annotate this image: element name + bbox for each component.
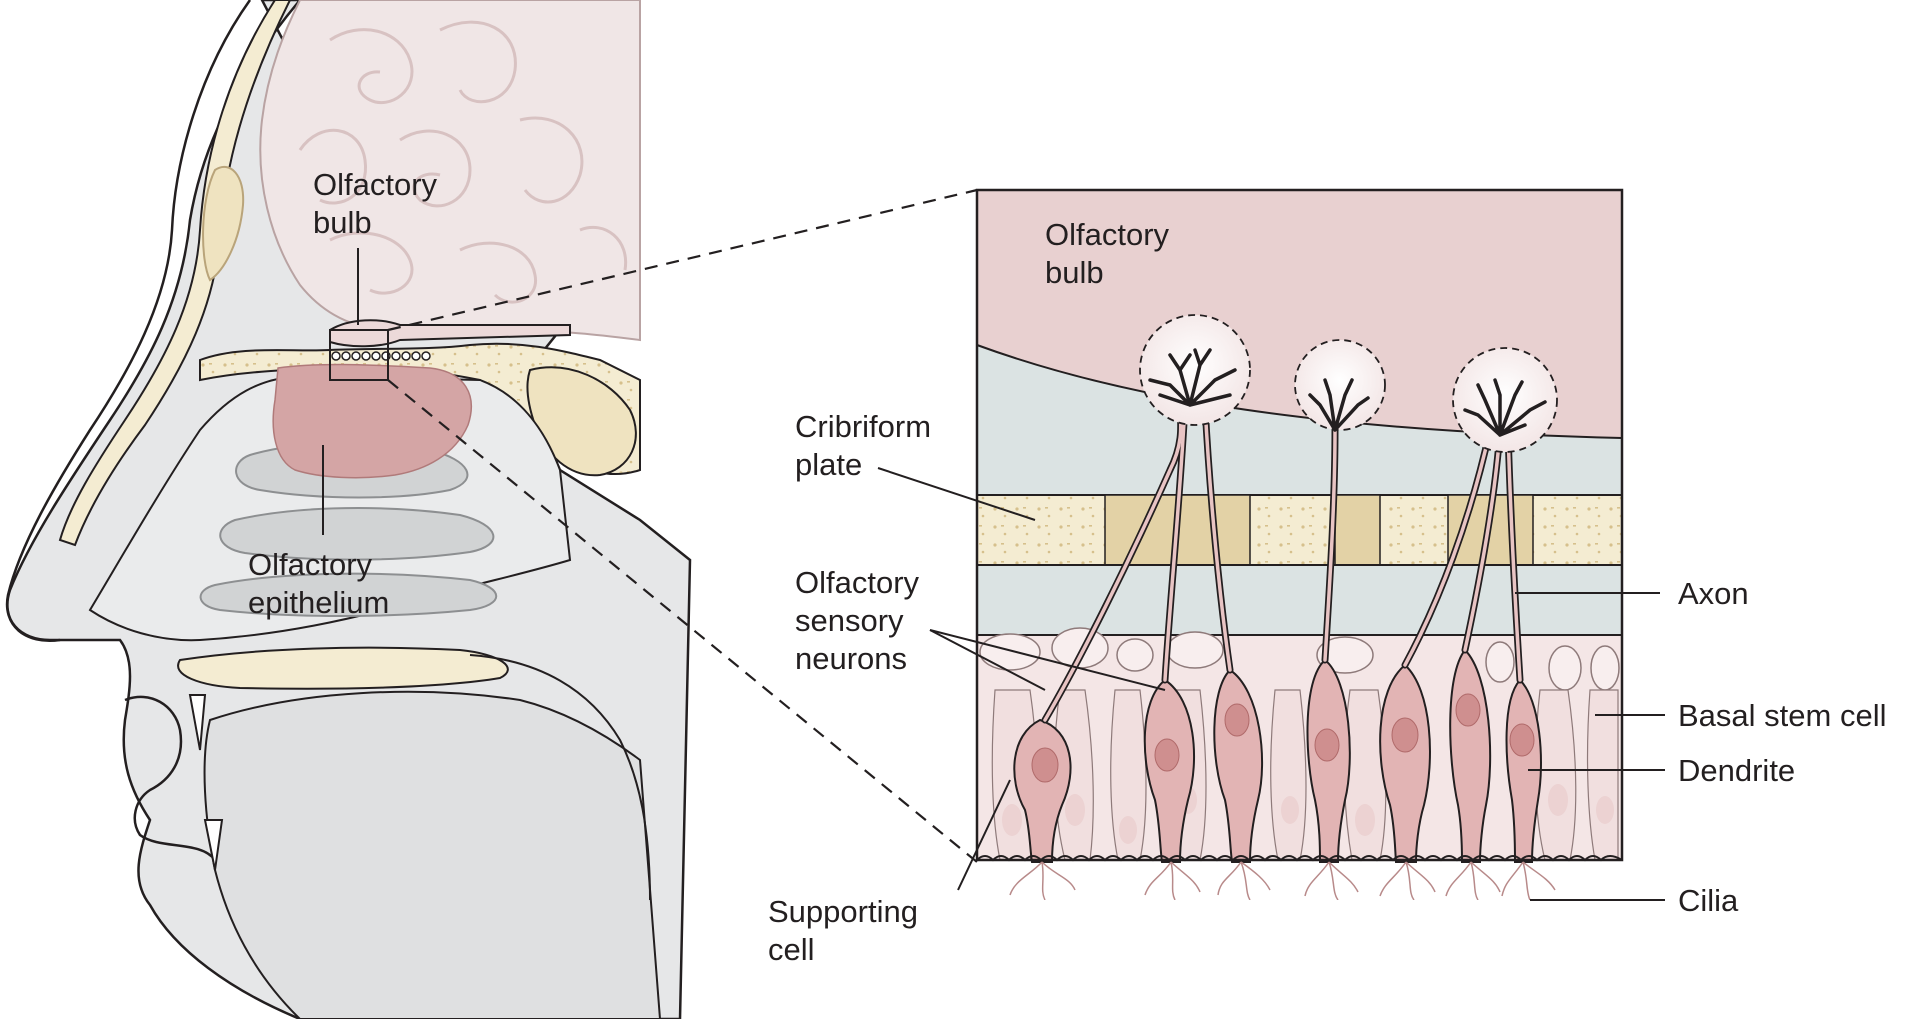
brain-gyri <box>298 20 628 304</box>
label-inset-olfactory-bulb-2: bulb <box>1045 255 1104 290</box>
inset-frame <box>975 188 1624 862</box>
basal-stem-cells <box>979 627 1620 691</box>
hard-palate <box>177 646 509 690</box>
zoom-connectors <box>387 188 978 863</box>
label-head-olfactory-epithelium-2: epithelium <box>248 585 389 620</box>
leader-osn-2 <box>929 629 1166 691</box>
supporting-cell-nuclei <box>1002 784 1614 844</box>
label-cribriform-plate: Cribriform plate <box>795 409 940 482</box>
label-dendrite: Dendrite <box>1678 753 1795 788</box>
label-head-olfactory-epithelium-1: Olfactory <box>248 547 373 582</box>
label-basal-stem-cell: Basal stem cell <box>1678 698 1886 733</box>
label-cribriform-plate-2: plate <box>795 447 862 482</box>
zoom-box <box>329 329 389 381</box>
cribriform-perforations-head <box>331 351 431 361</box>
inset-lamina-propria <box>977 564 1622 636</box>
soft-palate-curve <box>469 654 651 901</box>
label-head-olfactory-epithelium: Olfactory epithelium <box>248 547 389 620</box>
sphenoid-sinus <box>526 366 637 477</box>
label-supporting-cell: Supporting cell <box>768 894 927 967</box>
olfactory-bulb-head <box>329 319 571 348</box>
teeth <box>188 694 224 871</box>
neuron-axons-fill <box>1043 403 1522 722</box>
leader-osn-1 <box>929 629 1046 691</box>
label-osn-2: sensory <box>795 603 904 638</box>
frontal-sinus <box>202 165 245 282</box>
label-osn-1: Olfactory <box>795 565 920 600</box>
axon-terminal-arbors <box>1148 348 1547 437</box>
nose-skin-outline <box>5 0 252 643</box>
lips <box>124 695 216 861</box>
inset-cribriform-plate <box>977 494 1622 566</box>
label-head-olfactory-bulb-1: Olfactory <box>313 167 438 202</box>
leader-supporting <box>957 779 1011 891</box>
leader-cribriform <box>877 467 1036 521</box>
label-olfactory-sensory-neurons: Olfactory sensory neurons <box>795 565 928 676</box>
neuron-nuclei <box>1031 693 1535 783</box>
label-cribriform-plate-1: Cribriform <box>795 409 931 444</box>
label-inset-olfactory-bulb: Olfactory bulb <box>1045 217 1178 290</box>
label-head-olfactory-bulb: Olfactory bulb <box>313 167 446 240</box>
label-cilia: Cilia <box>1678 883 1739 918</box>
leader-lines <box>322 248 1665 901</box>
label-axon: Axon <box>1678 576 1749 611</box>
label-head-olfactory-bulb-2: bulb <box>313 205 372 240</box>
label-inset-olfactory-bulb-1: Olfactory <box>1045 217 1170 252</box>
cilia <box>1009 861 1556 900</box>
inset-panel <box>977 190 1622 900</box>
label-supporting-cell-2: cell <box>768 932 815 967</box>
label-supporting-cell-1: Supporting <box>768 894 918 929</box>
labels: Olfactory bulb Olfactory epithelium Olfa… <box>248 167 1886 967</box>
head-section <box>5 0 692 1021</box>
tongue <box>203 690 662 1020</box>
label-osn-3: neurons <box>795 641 907 676</box>
